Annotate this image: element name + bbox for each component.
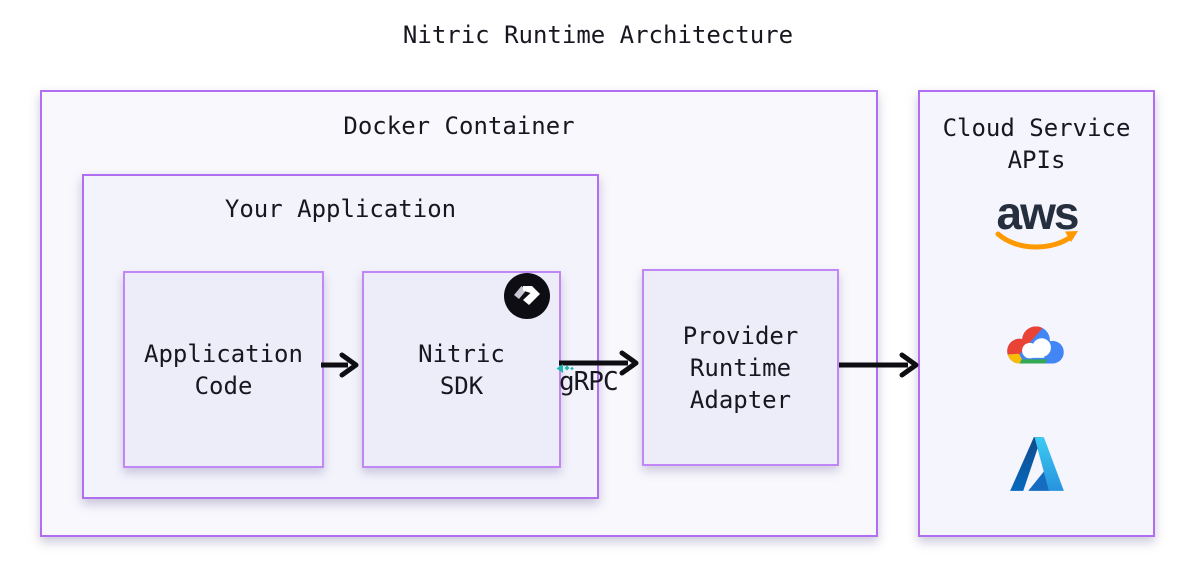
provider-line2: Runtime (689, 353, 792, 382)
aws-logo-text: aws (996, 187, 1080, 239)
diagram-title: Nitric Runtime Architecture (402, 21, 794, 49)
arrow-appcode-to-sdk (321, 352, 359, 378)
provider-line3: Adapter (689, 385, 792, 414)
nitric-sdk-label: Nitric SDK (418, 338, 505, 402)
cloud-label-line2: APIs (1007, 146, 1066, 174)
arrow-provider-to-cloud (839, 352, 919, 378)
aws-smile-arrow-icon (995, 230, 1078, 250)
cloud-label-line1: Cloud Service (942, 114, 1131, 142)
aws-logo-icon: aws (992, 187, 1082, 258)
nitric-sdk-line1: Nitric (418, 339, 505, 368)
provider-runtime-adapter-label: Provider Runtime Adapter (683, 320, 799, 416)
azure-logo-icon (1010, 437, 1064, 491)
provider-runtime-adapter-box: Provider Runtime Adapter (642, 269, 839, 466)
application-code-line2: Code (194, 371, 253, 400)
application-code-label: Application Code (144, 338, 303, 402)
grpc-label: gRPC (559, 367, 619, 397)
nitric-sdk-line2: SDK (439, 371, 484, 400)
your-application-box: Your Application Application Code Nitric… (82, 174, 599, 499)
cloud-service-apis-label: Cloud Service APIs (920, 112, 1153, 176)
grpc-arrow-icon (556, 364, 574, 373)
arrow-sdk-to-provider (559, 350, 639, 376)
provider-line1: Provider (682, 321, 799, 350)
docker-container-label: Docker Container (343, 112, 575, 140)
application-code-box: Application Code (123, 271, 324, 468)
nitric-logo-icon (504, 273, 550, 319)
application-code-line1: Application (144, 339, 303, 368)
your-application-label: Your Application (224, 195, 457, 223)
docker-container-box: Docker Container Your Application Applic… (40, 90, 878, 537)
cloud-service-apis-box: Cloud Service APIs (918, 90, 1155, 537)
grpc-label-group: gRPC (554, 360, 638, 400)
google-cloud-logo-icon (1007, 326, 1064, 364)
